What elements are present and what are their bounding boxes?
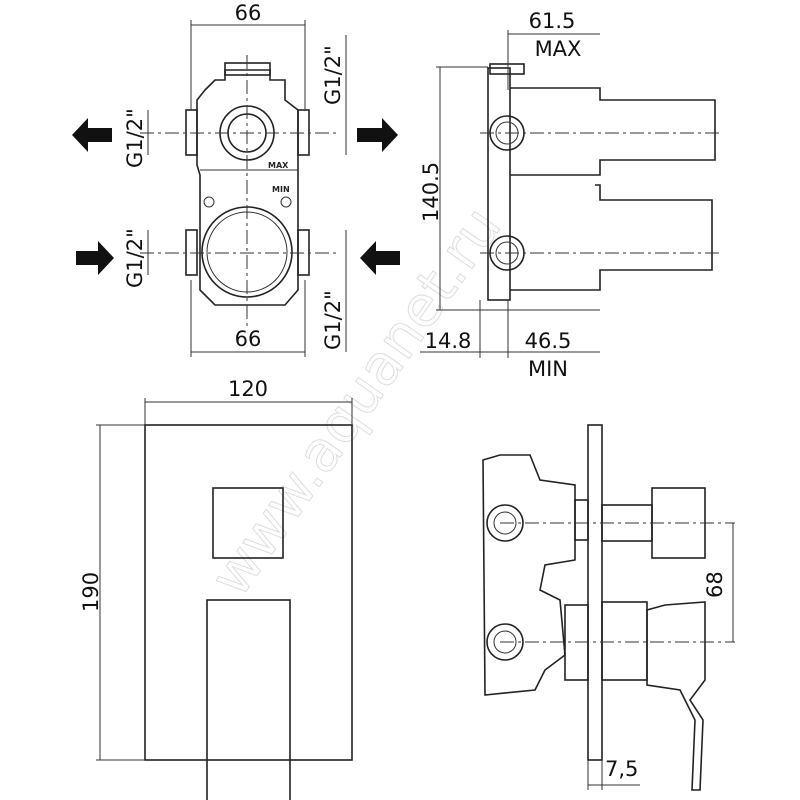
cover-plate-view: 120 190: [79, 377, 353, 800]
thread-left-bottom: G1/2": [123, 228, 147, 288]
depth-min-label: MIN: [528, 357, 568, 381]
thread-right-top: G1/2": [321, 45, 345, 105]
valve-side-view: 61.5 MAX 140.5 14.8 46.5 MIN: [419, 9, 720, 381]
depth-max-label: MAX: [535, 37, 582, 61]
front-width-top: 66: [235, 1, 262, 25]
thread-left-top: G1/2": [123, 108, 147, 168]
cover-height: 190: [79, 572, 103, 612]
cover-width: 120: [228, 377, 268, 401]
plate-thickness: 7,5: [605, 757, 638, 781]
outlet-arrow-left-icon: [72, 118, 112, 152]
flange-depth: 14.8: [425, 329, 472, 353]
thread-right-bottom: G1/2": [321, 290, 345, 350]
outlet-arrow-right-icon: [357, 118, 398, 152]
depth-max-value: 61.5: [529, 9, 576, 33]
side-height: 140.5: [419, 162, 443, 222]
valve-front-view: MAX MIN 66 66 G1/2" G1/2" G1/2" G1/2": [72, 1, 400, 357]
inlet-arrow-left-icon: [76, 241, 114, 275]
inlet-arrow-right-icon: [360, 241, 400, 275]
min-mark: MIN: [272, 185, 290, 194]
assembly-side-view: 68 7,5: [482, 424, 735, 791]
axis-distance: 68: [703, 571, 727, 598]
depth-min-value: 46.5: [525, 329, 572, 353]
max-mark: MAX: [268, 161, 289, 170]
front-width-bottom: 66: [235, 327, 262, 351]
